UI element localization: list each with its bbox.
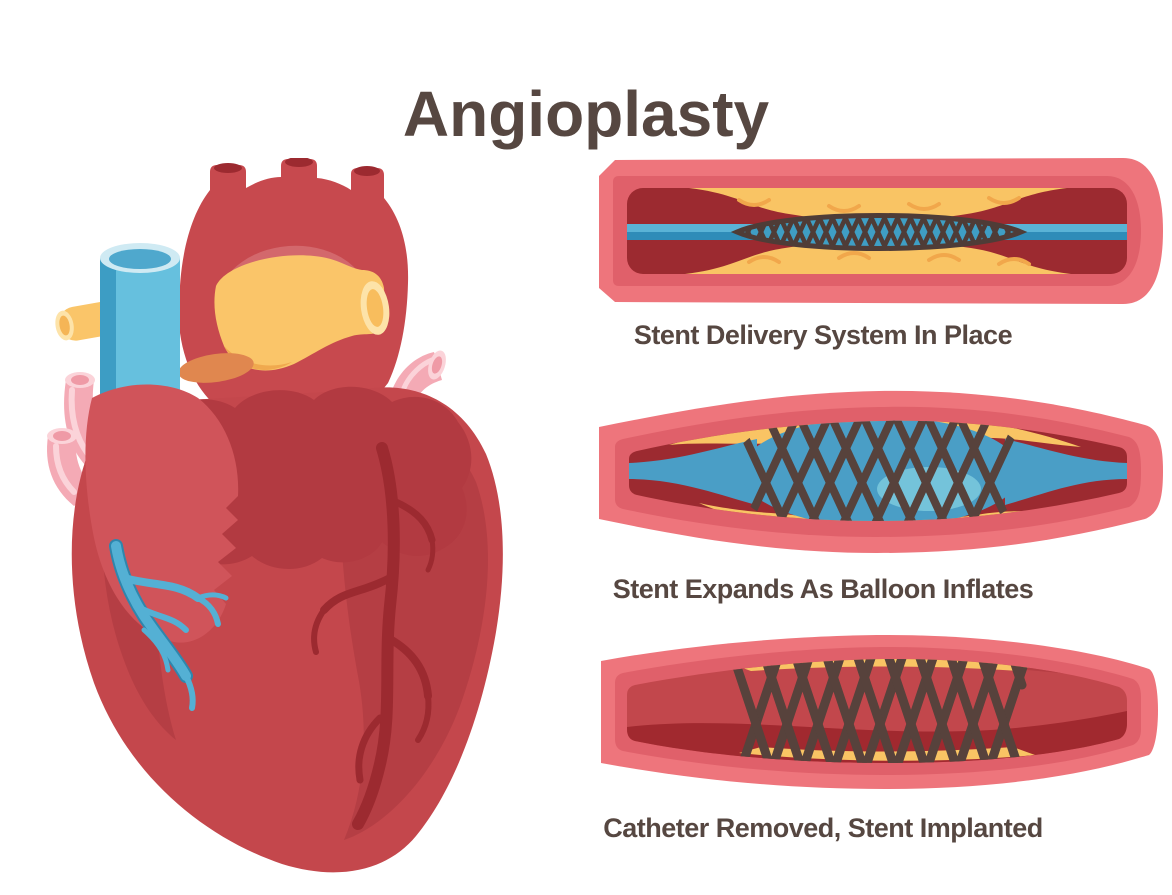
- stage1-artery-icon: [599, 158, 1163, 304]
- expanding-stent-mesh: [729, 420, 1031, 521]
- pulmonary-trunk-icon: [214, 255, 390, 371]
- stage1-caption: Stent Delivery System In Place: [633, 320, 1013, 350]
- heart-illustration-icon: [47, 158, 503, 873]
- stage3-artery-icon: [601, 635, 1158, 789]
- vena-cava-icon: [100, 243, 180, 420]
- collapsed-stent: [730, 213, 1028, 251]
- stage3-caption: Catheter Removed, Stent Implanted: [603, 813, 1043, 843]
- coronary-artery-icon: [311, 442, 436, 830]
- plaque: [685, 188, 1071, 274]
- stage2-artery-icon: [599, 390, 1163, 553]
- stage2-caption: Stent Expands As Balloon Inflates: [612, 574, 1034, 604]
- coronary-vein-icon: [109, 539, 229, 711]
- heart-orange-patch: [178, 353, 254, 383]
- implanted-stent-mesh: [724, 659, 1036, 763]
- page-title: Angioplasty: [402, 77, 770, 150]
